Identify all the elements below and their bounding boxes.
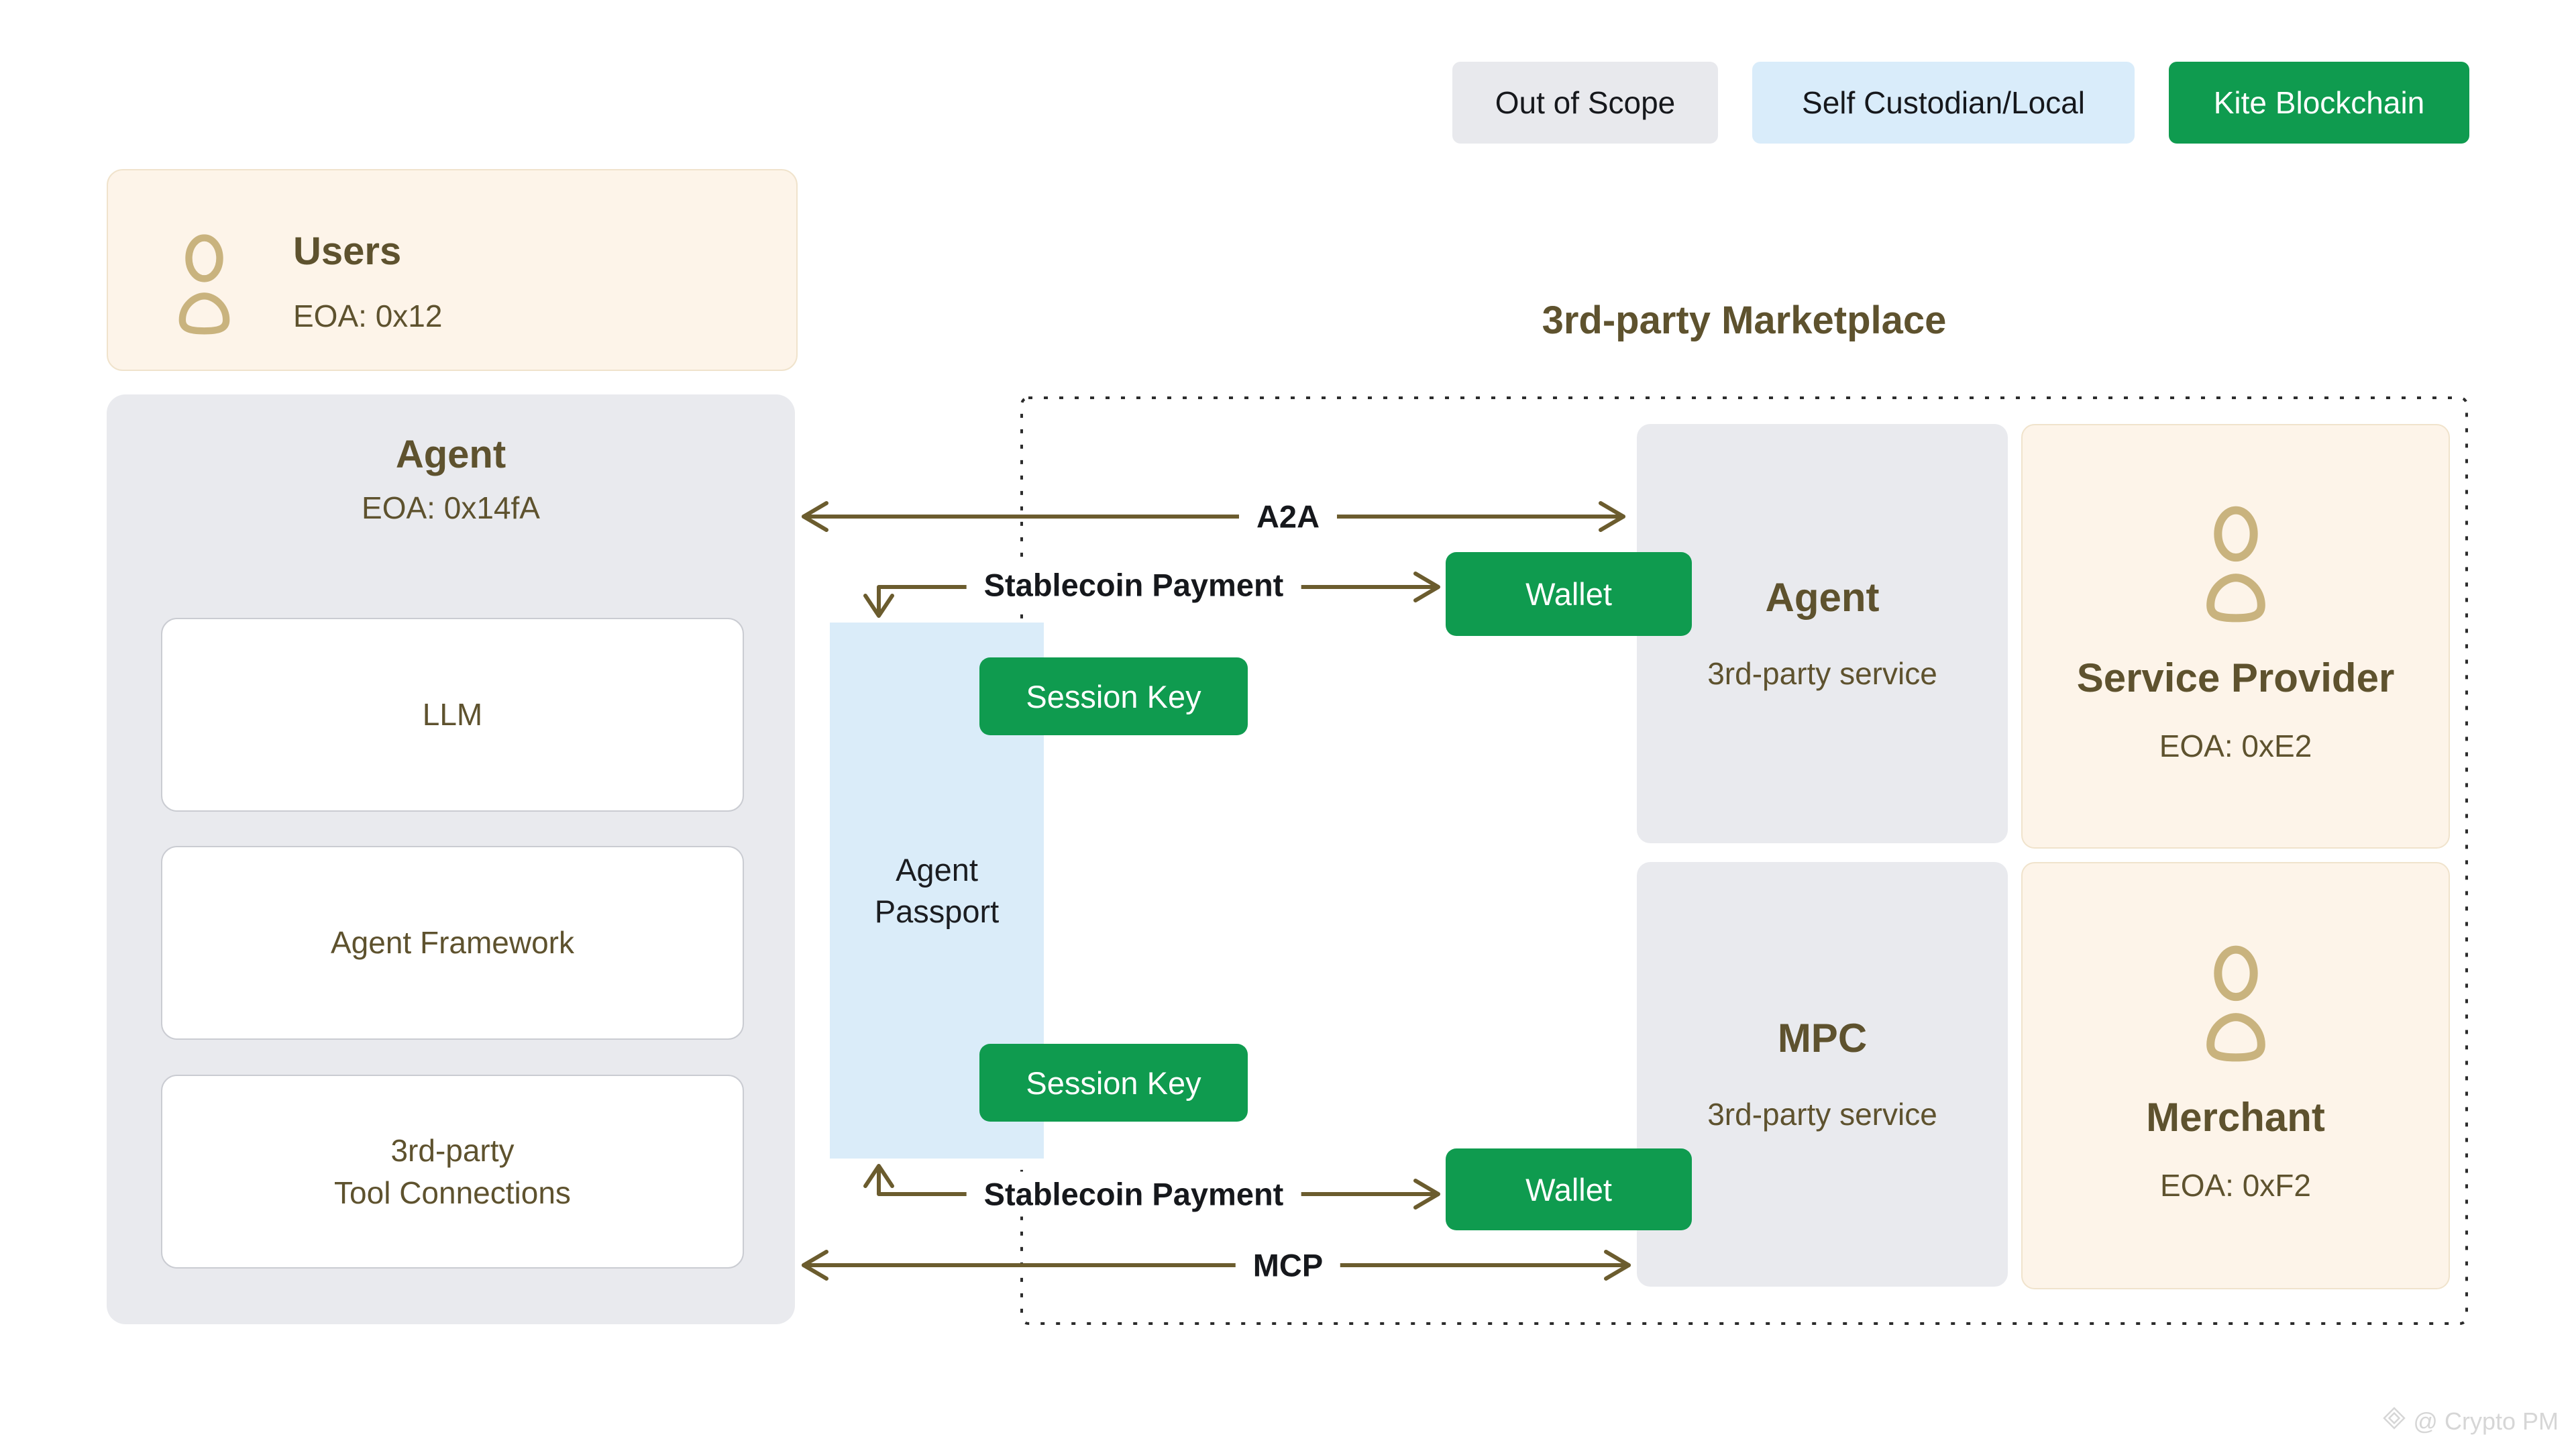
- agent-service-subtitle: 3rd-party service: [1707, 655, 1937, 691]
- agent-title: Agent: [395, 433, 506, 476]
- component-agent-framework: Agent Framework: [161, 846, 744, 1040]
- agent-eoa: EOA: 0x14fA: [362, 490, 540, 525]
- mpc-card: MPC 3rd-party service: [1637, 862, 2008, 1287]
- merchant-title: Merchant: [2146, 1095, 2325, 1140]
- agent-service-card: Agent 3rd-party service: [1637, 424, 2008, 843]
- user-icon: [172, 234, 236, 341]
- merchant-eoa: EOA: 0xF2: [2160, 1168, 2311, 1203]
- a2a-label: A2A: [1238, 494, 1338, 539]
- stablecoin-bottom-label: Stablecoin Payment: [966, 1171, 1301, 1217]
- legend-label: Kite Blockchain: [2213, 85, 2425, 120]
- agent-service-title: Agent: [1765, 574, 1880, 620]
- person-icon: [2199, 945, 2273, 1069]
- users-title: Users: [293, 229, 402, 273]
- wallet-label: Wallet: [1525, 576, 1612, 612]
- mpc-title: MPC: [1777, 1015, 1868, 1061]
- legend-item-kite-blockchain: Kite Blockchain: [2169, 62, 2469, 144]
- wallet-button: Wallet: [1446, 552, 1692, 636]
- legend-label: Out of Scope: [1495, 85, 1676, 120]
- session-key-button: Session Key: [979, 1044, 1248, 1122]
- agent-passport-label: Agent Passport: [874, 852, 1000, 929]
- mpc-subtitle: 3rd-party service: [1707, 1096, 1937, 1132]
- watermark-text: @ Crypto PM: [2413, 1407, 2559, 1435]
- legend-item-self-custodian: Self Custodian/Local: [1752, 62, 2135, 144]
- merchant-card: Merchant EOA: 0xF2: [2021, 862, 2450, 1289]
- mcp-label: MCP: [1235, 1242, 1341, 1288]
- agent-card: Agent EOA: 0x14fA LLM Agent Framework 3r…: [107, 394, 795, 1324]
- component-tool-connections: 3rd-party Tool Connections: [161, 1075, 744, 1269]
- session-key-button: Session Key: [979, 657, 1248, 735]
- watermark: @ Crypto PM: [2382, 1406, 2559, 1436]
- wallet-button: Wallet: [1446, 1148, 1692, 1230]
- service-provider-card: Service Provider EOA: 0xE2: [2021, 424, 2450, 849]
- service-provider-title: Service Provider: [2076, 655, 2395, 701]
- legend-item-out-of-scope: Out of Scope: [1452, 62, 1718, 144]
- users-eoa: EOA: 0x12: [293, 299, 443, 333]
- diamond-icon: [2382, 1406, 2406, 1436]
- marketplace-title: 3rd-party Marketplace: [1542, 299, 1947, 342]
- stablecoin-top-label: Stablecoin Payment: [966, 562, 1301, 608]
- session-key-label: Session Key: [1026, 1065, 1201, 1101]
- wallet-label: Wallet: [1525, 1171, 1612, 1208]
- session-key-label: Session Key: [1026, 678, 1201, 714]
- person-icon: [2199, 506, 2273, 630]
- service-provider-eoa: EOA: 0xE2: [2159, 729, 2312, 764]
- component-llm: LLM: [161, 618, 744, 812]
- users-card: Users EOA: 0x12: [107, 169, 798, 371]
- legend-label: Self Custodian/Local: [1802, 85, 2085, 120]
